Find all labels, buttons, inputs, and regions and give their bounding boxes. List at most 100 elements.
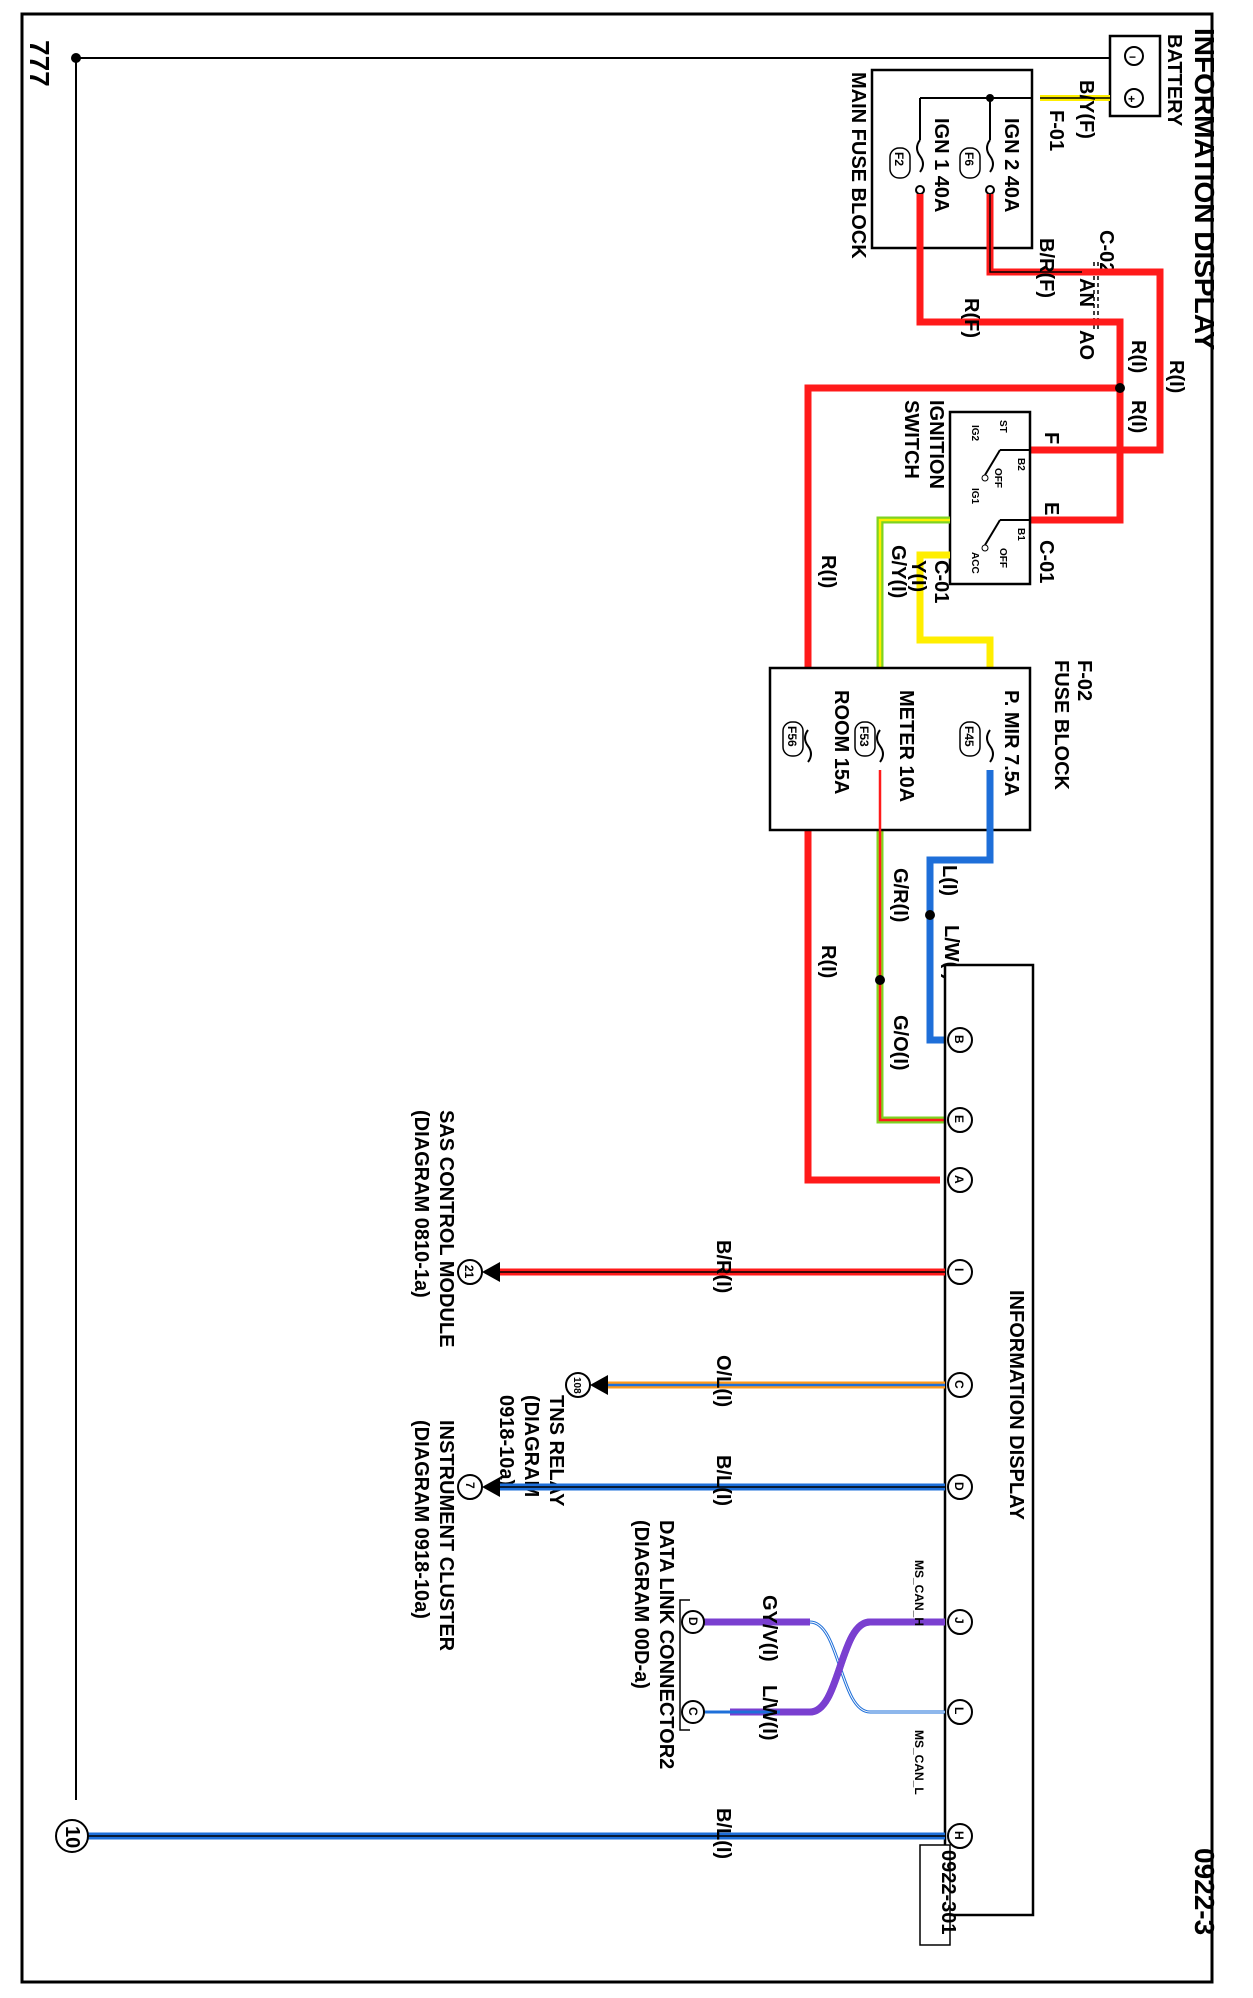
- svg-text:OFF: OFF: [992, 468, 1003, 488]
- data-link-connector: D C DATA LINK CONNECTOR2 (DIAGRAM 00D-a): [630, 1520, 705, 1769]
- svg-text:(DIAGRAM 0810-1a): (DIAGRAM 0810-1a): [410, 1110, 432, 1298]
- svg-text:IG2: IG2: [969, 425, 980, 442]
- pin-j: J: [947, 1609, 973, 1635]
- svg-text:Y(I): Y(I): [907, 560, 929, 592]
- svg-text:F56: F56: [785, 726, 799, 747]
- svg-text:0918-10a): 0918-10a): [495, 1395, 517, 1486]
- svg-text:R(I): R(I): [817, 945, 839, 978]
- svg-text:C-02: C-02: [1095, 230, 1117, 273]
- svg-text:AN: AN: [1075, 278, 1097, 307]
- wire-l: [926, 770, 994, 1044]
- connector-c02: C-02 AN AO: [1075, 230, 1117, 360]
- svg-text:E: E: [952, 1115, 966, 1123]
- wire-lw-can-l: [700, 1620, 945, 1714]
- svg-text:(DIAGRAM 0918-10a): (DIAGRAM 0918-10a): [410, 1420, 432, 1619]
- svg-text:ST: ST: [997, 420, 1008, 433]
- svg-text:B/L(I): B/L(I): [712, 1808, 734, 1859]
- svg-text:MS_CAN_L: MS_CAN_L: [912, 1730, 926, 1795]
- fuse-block: F45 F53 F56 P. MIR 7.5A METER 10A ROOM 1…: [768, 660, 1095, 832]
- svg-text:B/R(I): B/R(I): [712, 1240, 734, 1293]
- dlc-pin-d: [681, 1610, 705, 1634]
- svg-text:F2: F2: [892, 152, 906, 166]
- pin-b: B: [947, 1027, 973, 1053]
- svg-text:H: H: [952, 1831, 966, 1840]
- info-display-label: INFORMATION DISPLAY: [1005, 1290, 1027, 1521]
- svg-text:B: B: [952, 1035, 966, 1044]
- ground-ref-10: 10: [55, 1819, 89, 1853]
- svg-text:10: 10: [61, 1826, 83, 1848]
- svg-text:F: F: [1040, 432, 1062, 444]
- svg-text:R(I): R(I): [1165, 360, 1187, 393]
- pin-d: D: [947, 1474, 973, 1500]
- svg-text:7: 7: [463, 1482, 477, 1489]
- wire-label-br-f: B/R(F): [1035, 238, 1057, 298]
- svg-text:G/Y(I): G/Y(I): [887, 545, 909, 598]
- svg-text:B/L(I): B/L(I): [712, 1455, 734, 1506]
- svg-text:C: C: [686, 1707, 700, 1716]
- diagram-id-box: 0922-301: [919, 1844, 959, 1946]
- svg-text:(DIAGRAM 00D-a): (DIAGRAM 00D-a): [630, 1520, 652, 1689]
- main-fuse-block-label: MAIN FUSE BLOCK: [847, 72, 869, 259]
- fuse-ign2-label: IGN 2 40A: [1000, 118, 1022, 212]
- ignition-switch: ST IG2 B2 OFF IG1 B1 ACC OFF F E C-01 IG…: [900, 400, 1062, 586]
- ground-junction: [71, 53, 81, 63]
- svg-text:J: J: [952, 1617, 966, 1624]
- wire-r-mid: [1030, 318, 1124, 524]
- svg-text:GY/V(I): GY/V(I): [758, 1595, 780, 1662]
- svg-text:O/L(I): O/L(I): [712, 1355, 734, 1407]
- svg-text:108: 108: [571, 1377, 582, 1394]
- svg-text:F45: F45: [962, 726, 976, 747]
- pin-e: E: [947, 1107, 973, 1133]
- dlc-pin-c: [681, 1700, 705, 1724]
- pin-l: L: [947, 1699, 973, 1725]
- ground-id: 777: [24, 40, 55, 87]
- svg-text:OFF: OFF: [997, 548, 1008, 568]
- svg-text:G/O(I): G/O(I): [889, 1015, 911, 1071]
- svg-text:C-01: C-01: [930, 560, 952, 603]
- svg-text:TNS RELAY: TNS RELAY: [545, 1395, 567, 1507]
- main-fuse-conn: F-01: [1045, 110, 1067, 151]
- svg-text:IG1: IG1: [969, 488, 980, 505]
- svg-text:D: D: [952, 1482, 966, 1491]
- svg-text:G/R(I): G/R(I): [889, 868, 911, 922]
- splice-r: [1115, 383, 1125, 393]
- svg-text:SAS CONTROL MODULE: SAS CONTROL MODULE: [435, 1110, 457, 1347]
- svg-text:0922-301: 0922-301: [937, 1850, 959, 1935]
- fuse-block-label: FUSE BLOCK: [1050, 660, 1072, 791]
- svg-text:MS_CAN_H: MS_CAN_H: [912, 1560, 926, 1626]
- arrow-sas: [482, 1262, 500, 1282]
- svg-text:D: D: [686, 1617, 700, 1626]
- page-title: INFORMATION DISPLAY: [1189, 28, 1220, 350]
- svg-text:21: 21: [462, 1265, 476, 1279]
- fuse-ign1-label: IGN 1 40A: [930, 118, 952, 212]
- svg-text:L/W(I): L/W(I): [758, 1685, 780, 1741]
- wire-label-r-f: R(F): [960, 298, 982, 338]
- splice-l: [925, 910, 935, 920]
- svg-text:P. MIR 7.5A: P. MIR 7.5A: [1000, 690, 1022, 796]
- svg-text:R(I): R(I): [1127, 340, 1149, 373]
- svg-text:I: I: [952, 1268, 966, 1271]
- svg-text:E: E: [1040, 502, 1062, 515]
- svg-text:C-01: C-01: [1035, 540, 1057, 583]
- ignition-switch-label-1: IGNITION: [925, 400, 947, 489]
- svg-text:F6: F6: [962, 152, 976, 166]
- svg-text:B2: B2: [1015, 458, 1026, 471]
- svg-text:C: C: [952, 1380, 966, 1389]
- ref-sas: 21 SAS CONTROL MODULE (DIAGRAM 0810-1a): [410, 1110, 483, 1347]
- wire-r-top: [1030, 268, 1164, 454]
- pin-i: I: [947, 1259, 973, 1285]
- svg-text:F53: F53: [857, 726, 871, 747]
- information-display-module: INFORMATION DISPLAY: [943, 963, 1035, 1917]
- svg-text:ROOM 15A: ROOM 15A: [830, 690, 852, 794]
- ref-ic: 7 INSTRUMENT CLUSTER (DIAGRAM 0918-10a): [410, 1420, 483, 1652]
- arrow-tns: [590, 1375, 608, 1395]
- svg-text:R(I): R(I): [817, 555, 839, 588]
- svg-text:L(I): L(I): [938, 865, 960, 896]
- wire-label-by-f: B/Y(F): [1075, 80, 1097, 139]
- pin-h: H: [947, 1823, 973, 1849]
- svg-text:AO: AO: [1075, 330, 1097, 360]
- svg-text:R(I): R(I): [1127, 400, 1149, 433]
- svg-text:−: −: [1129, 50, 1136, 64]
- svg-text:METER 10A: METER 10A: [895, 690, 917, 802]
- ref-tns: 108 TNS RELAY (DIAGRAM 0918-10a): [495, 1372, 591, 1507]
